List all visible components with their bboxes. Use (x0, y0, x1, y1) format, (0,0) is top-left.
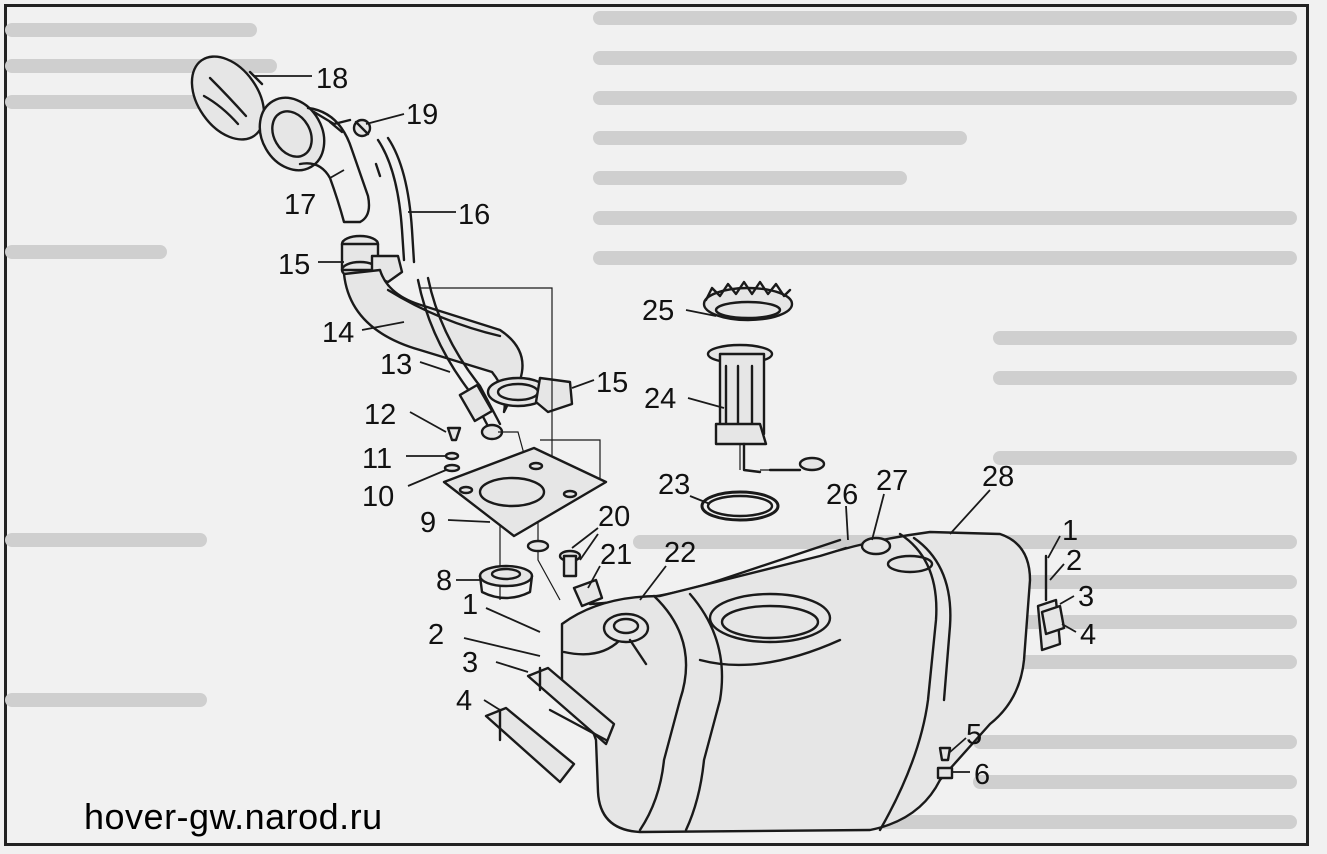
vent-clip (352, 118, 372, 138)
callout-27: 27 (876, 465, 908, 497)
tank-strap-left (484, 666, 616, 784)
tank-vent-valve (860, 536, 934, 574)
callout-21: 21 (600, 539, 632, 571)
callout-1-left: 1 (462, 589, 478, 621)
callout-15-upper: 15 (278, 249, 310, 281)
callout-19: 19 (406, 99, 438, 131)
callout-3-left: 3 (462, 647, 478, 679)
bleed-through-text (5, 11, 1297, 829)
diagram-frame (4, 4, 1309, 846)
mounting-plate (442, 446, 608, 538)
hose-clamp-lower (486, 376, 574, 414)
callout-14: 14 (322, 317, 354, 349)
tank-outlet-fitting (602, 612, 650, 666)
hose-connector (572, 578, 604, 608)
callout-24: 24 (644, 383, 676, 415)
strap-bolt (938, 746, 952, 762)
callout-labels: 18 19 17 16 15 14 13 15 12 11 10 9 25 24… (278, 63, 1096, 791)
pump-seal-ring (700, 490, 780, 522)
callout-2-left: 2 (428, 619, 444, 651)
pump-lock-ring (702, 280, 794, 322)
callout-25: 25 (642, 295, 674, 327)
callout-26: 26 (826, 479, 858, 511)
filler-neck-upper (258, 96, 371, 224)
callout-9: 9 (420, 507, 436, 539)
vent-pipe (416, 276, 504, 441)
tank-strap-right (1036, 554, 1066, 652)
callout-15-lower: 15 (596, 367, 628, 399)
strap-nut (936, 766, 954, 780)
rubber-grommet (478, 564, 534, 600)
callout-3-right: 3 (1078, 581, 1094, 613)
callout-11: 11 (362, 443, 392, 475)
spring-washer (444, 451, 460, 461)
callout-12: 12 (364, 399, 396, 431)
callout-23: 23 (658, 469, 690, 501)
callout-28: 28 (982, 461, 1014, 493)
callout-6: 6 (974, 759, 990, 791)
callout-5: 5 (966, 719, 982, 751)
callout-17: 17 (284, 189, 316, 221)
fuel-tank (560, 530, 1032, 834)
leader-lines (254, 75, 1077, 773)
callout-2-right: 2 (1066, 545, 1082, 577)
site-watermark: hover-gw.narod.ru (78, 796, 389, 838)
callout-20: 20 (598, 501, 630, 533)
callout-22: 22 (664, 537, 696, 569)
callout-18: 18 (316, 63, 348, 95)
callout-10: 10 (362, 481, 394, 513)
fuel-cap (190, 55, 266, 141)
mounting-screw (446, 426, 462, 442)
callout-1-right: 1 (1062, 515, 1078, 547)
callout-8: 8 (436, 565, 452, 597)
callout-4-left: 4 (456, 685, 472, 717)
washer (443, 463, 461, 473)
breather-hose (374, 136, 416, 264)
callout-13: 13 (380, 349, 412, 381)
callout-4-right: 4 (1080, 619, 1096, 651)
callout-16: 16 (458, 199, 490, 231)
fuel-pump-module (706, 343, 826, 474)
bolt-set (526, 539, 582, 578)
